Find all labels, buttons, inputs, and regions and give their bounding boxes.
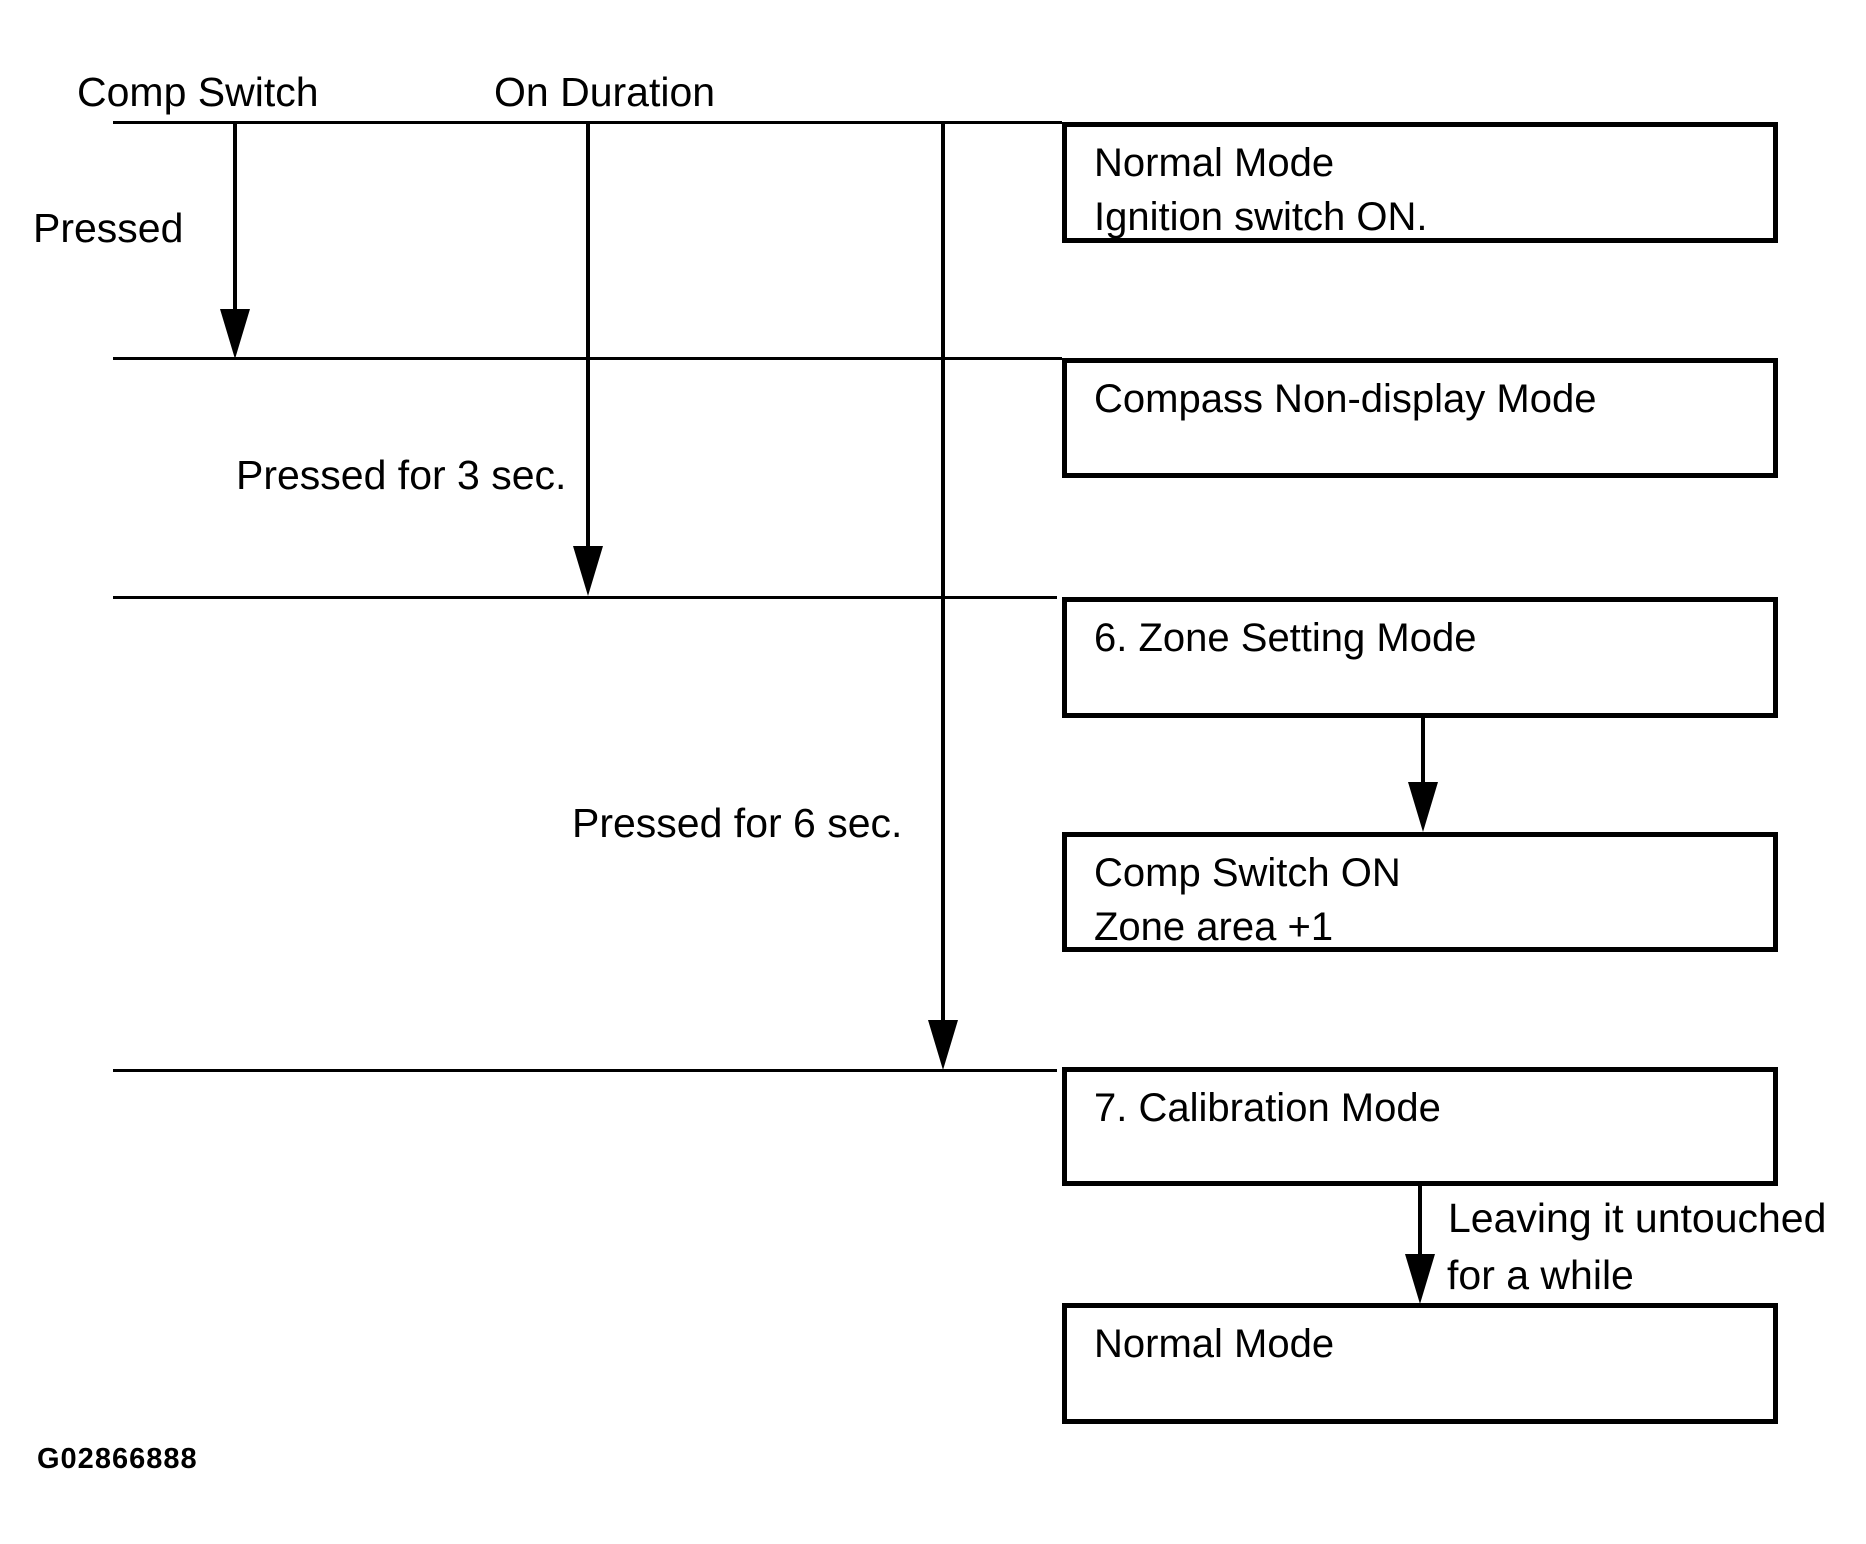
- pressed-3s-label: Pressed for 3 sec.: [236, 452, 567, 498]
- pressed-6s-arrow-stem: [941, 122, 945, 1021]
- normal-mode-end-box: Normal Mode: [1062, 1303, 1778, 1424]
- calibration-mode-box: 7. Calibration Mode: [1062, 1067, 1778, 1186]
- calibration-arrowhead-icon: [1405, 1254, 1435, 1304]
- mode-box-text-line: Normal Mode: [1094, 141, 1335, 185]
- mode-box-text-line: Zone area +1: [1094, 905, 1334, 949]
- pressed-arrowhead-icon: [220, 309, 250, 359]
- zone-setting-arrowhead-icon: [1408, 782, 1438, 832]
- mode-box-text-line: Comp Switch ON: [1094, 851, 1401, 895]
- timeline-rule-4: [113, 1069, 1057, 1072]
- mode-box-text-line: 7. Calibration Mode: [1094, 1086, 1441, 1130]
- pressed-arrow-stem: [233, 122, 237, 310]
- comp-switch-column-label: Comp Switch: [77, 69, 319, 115]
- zone-setting-arrow-stem: [1421, 718, 1425, 784]
- mode-box-text-line: Compass Non-display Mode: [1094, 377, 1597, 421]
- pressed-6s-arrowhead-icon: [928, 1020, 958, 1070]
- mode-box-text-line: Normal Mode: [1094, 1322, 1335, 1366]
- compass-non-display-mode-box: Compass Non-display Mode: [1062, 358, 1778, 478]
- normal-mode-start-box: Normal Mode Ignition switch ON.: [1062, 122, 1778, 243]
- pressed-3s-arrowhead-icon: [573, 546, 603, 596]
- mode-box-text-line: 6. Zone Setting Mode: [1094, 616, 1477, 660]
- timeline-rule-3: [113, 596, 1057, 599]
- pressed-3s-arrow-stem: [586, 122, 590, 547]
- figure-id: G02866888: [37, 1443, 198, 1475]
- on-duration-column-label: On Duration: [494, 69, 716, 115]
- pressed-label: Pressed: [33, 205, 184, 251]
- zone-setting-mode-box: 6. Zone Setting Mode: [1062, 597, 1778, 718]
- leaving-untouched-label-line1: Leaving it untouched: [1448, 1195, 1827, 1241]
- pressed-6s-label: Pressed for 6 sec.: [572, 800, 903, 846]
- leaving-untouched-label-line2: for a while: [1447, 1252, 1634, 1298]
- calibration-arrow-stem: [1418, 1185, 1422, 1255]
- mode-box-text-line: Ignition switch ON.: [1094, 195, 1428, 239]
- comp-switch-on-box: Comp Switch ON Zone area +1: [1062, 832, 1778, 952]
